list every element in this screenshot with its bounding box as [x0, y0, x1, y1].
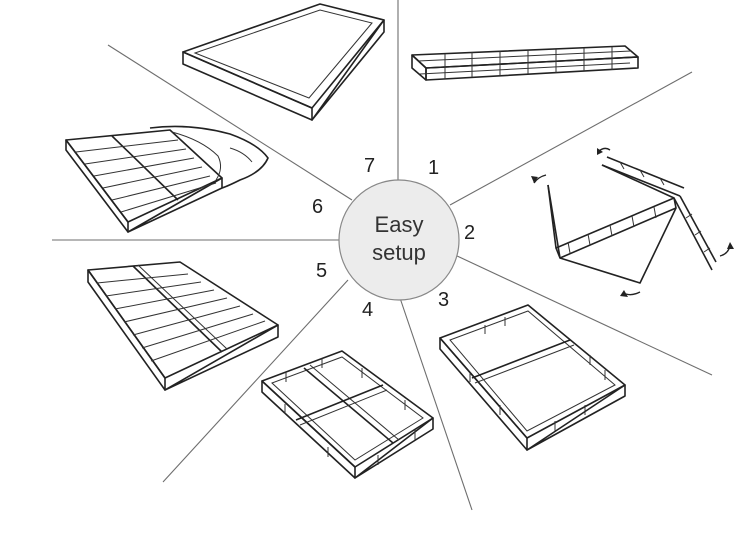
ray-bottom-right — [399, 297, 473, 511]
step-3-open-frame-illustration — [439, 304, 626, 451]
step-number-7: 7 — [364, 155, 375, 177]
step-4-cross-rails-illustration — [261, 350, 434, 479]
step-number-5: 5 — [316, 260, 327, 282]
step-7-mattress-illustration — [182, 3, 385, 121]
ray-upper-left — [107, 44, 353, 201]
step-6-cover-illustration — [65, 125, 269, 233]
step-2-unfold-illustration — [531, 147, 734, 297]
step-number-3: 3 — [438, 289, 449, 311]
ray-lower-right — [454, 254, 713, 376]
ray-bottom-left — [162, 279, 349, 483]
ray-upper-right — [449, 71, 693, 206]
step-number-1: 1 — [428, 157, 439, 179]
center-title-line2: setup — [372, 240, 426, 265]
center-badge: Easy setup — [338, 179, 460, 301]
step-1-folded-frame-illustration — [411, 45, 639, 81]
divider-lines — [52, 0, 713, 511]
step-number-4: 4 — [362, 299, 373, 321]
step-number-6: 6 — [312, 196, 323, 218]
step-number-2: 2 — [464, 222, 475, 244]
step-5-slatted-foundation-illustration — [87, 261, 279, 391]
center-title-line1: Easy — [375, 212, 424, 237]
